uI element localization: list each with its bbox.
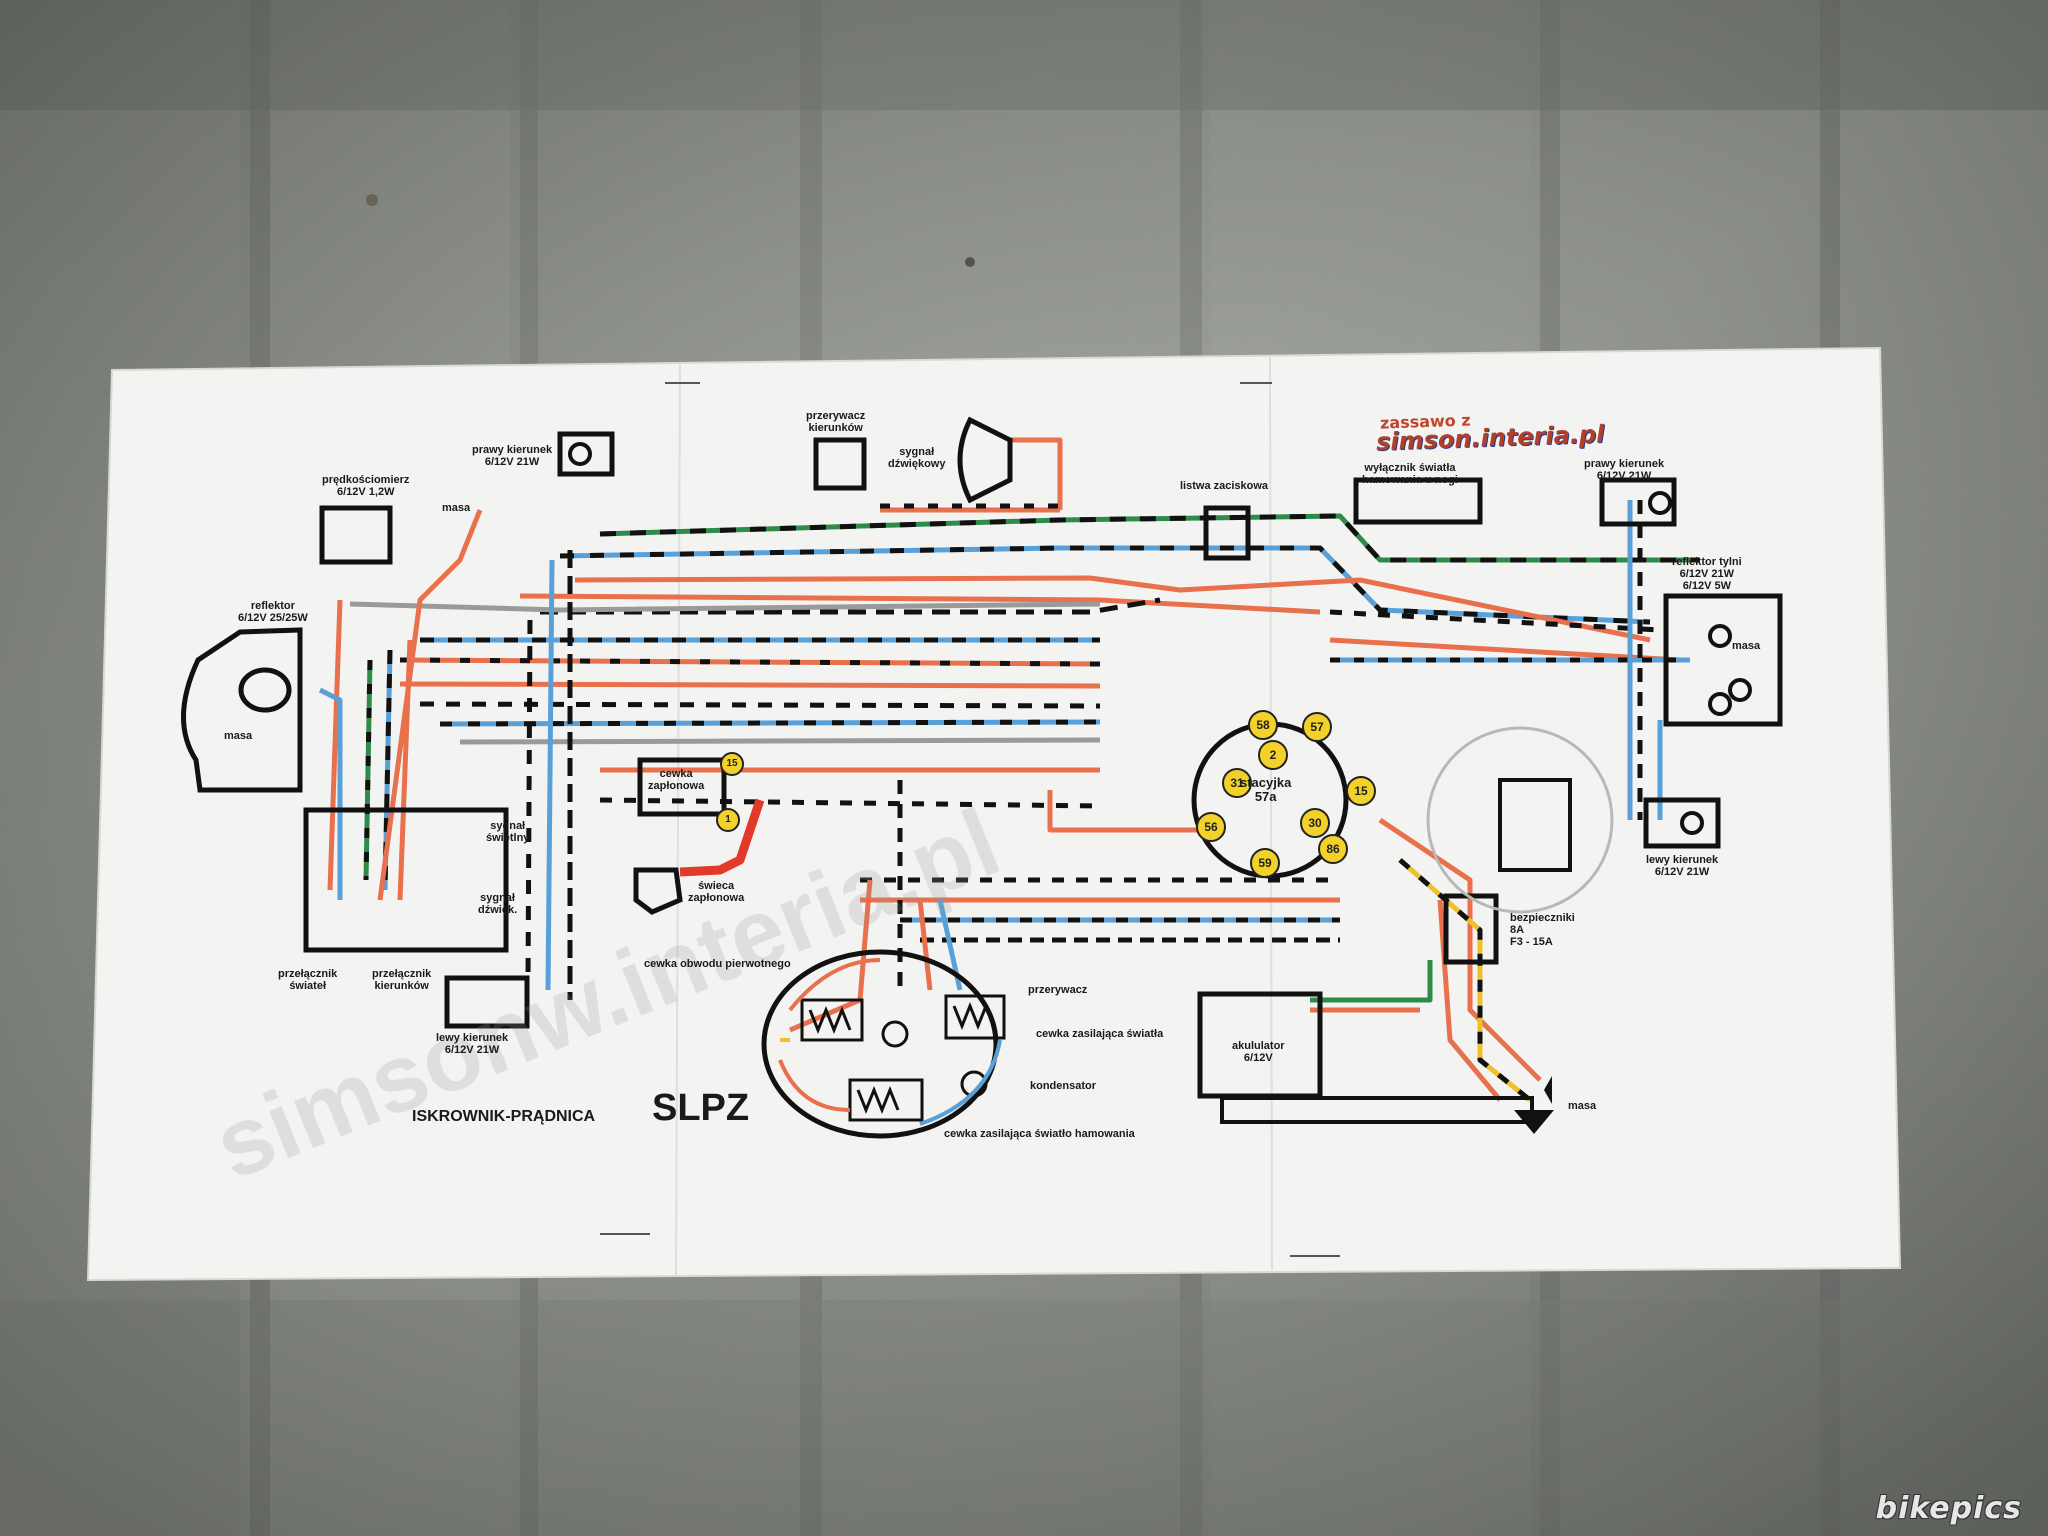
- label-lewy-kierunek-right: lewy kierunek 6/12V 21W: [1646, 854, 1719, 879]
- coil-pin-15: 15: [720, 752, 744, 776]
- label-przelacznik-kierunkow: przełącznik kierunków: [372, 968, 432, 993]
- label-akumulator: akululator 6/12V: [1232, 1040, 1285, 1065]
- label-prawy-kierunek-left: prawy kierunek 6/12V 21W: [472, 444, 553, 469]
- label-masa-rear: masa: [1732, 640, 1761, 652]
- label-cewka-zaplonowa: cewka zapłonowa: [648, 768, 705, 793]
- pin-58: 58: [1248, 710, 1278, 740]
- pin-86: 86: [1318, 834, 1348, 864]
- label-listwa-zaciskowa: listwa zaciskowa: [1180, 480, 1269, 492]
- label-cewka-obwodu: cewka obwodu pierwotnego: [644, 958, 791, 970]
- pin-2: 2: [1258, 740, 1288, 770]
- label-masa-reflektor: masa: [224, 730, 253, 742]
- label-wylacznik: wyłącznik światła hamowania u nogi: [1362, 462, 1458, 487]
- label-sygnal-swietlny: sygnał świetlny: [486, 820, 530, 845]
- label-swieca-zaplonowa: świeca zapłonowa: [688, 880, 745, 905]
- label-przelacznik-swiatel: przełącznik świateł: [278, 968, 338, 993]
- pin-31: 31: [1222, 768, 1252, 798]
- label-kondensator: kondensator: [1030, 1080, 1097, 1092]
- label-lewy-kierunek-left: lewy kierunek 6/12V 21W: [436, 1032, 509, 1057]
- label-prawy-kierunek-right: prawy kierunek 6/12V 21W: [1584, 458, 1665, 483]
- pin-30: 30: [1300, 808, 1330, 838]
- label-reflektor-tylni: reflektor tylni 6/12V 21W 6/12V 5W: [1672, 556, 1742, 593]
- label-cewka-swiatla: cewka zasilająca światła: [1036, 1028, 1164, 1040]
- label-przerywacz-kierunkow: przerywacz kierunków: [806, 410, 866, 435]
- diagram-title-left: ISKROWNIK-PRĄDNICA: [412, 1108, 596, 1125]
- label-sygnal-dzwiekowy: sygnał dźwiękowy: [888, 446, 946, 471]
- label-przerywacz: przerywacz: [1028, 984, 1088, 996]
- pin-59: 59: [1250, 848, 1280, 878]
- label-predkosciomierz: prędkościomierz 6/12V 1,2W: [322, 474, 410, 499]
- label-masa-battery: masa: [1568, 1100, 1597, 1112]
- label-masa-top: masa: [442, 502, 471, 514]
- label-bezpieczniki: bezpieczniki 8A F3 - 15A: [1510, 912, 1575, 949]
- bikepics-watermark: bikepics: [1875, 1491, 2022, 1526]
- pin-56: 56: [1196, 812, 1226, 842]
- coil-pin-1: 1: [716, 808, 740, 832]
- label-cewka-hamowania: cewka zasilająca światło hamowania: [944, 1128, 1135, 1140]
- diagram-title-right: SLPZ: [652, 1087, 750, 1129]
- label-stacyjka: stacyjka 57a: [1240, 775, 1292, 805]
- pin-15: 15: [1346, 776, 1376, 806]
- label-reflektor: reflektor 6/12V 25/25W: [238, 600, 308, 625]
- label-sygnal-dzwiek: sygnał dźwięk.: [478, 892, 518, 917]
- pin-57: 57: [1302, 712, 1332, 742]
